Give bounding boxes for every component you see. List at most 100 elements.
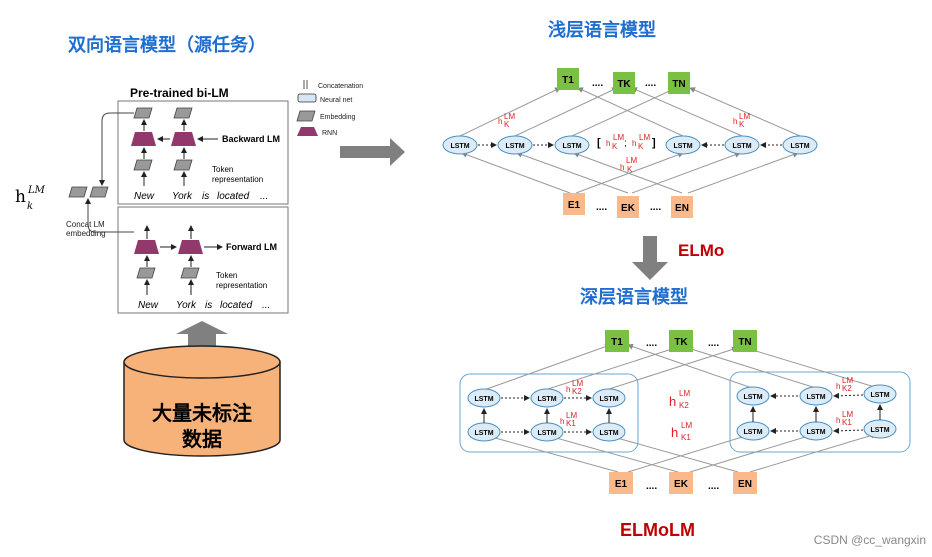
tk-node [669, 330, 693, 352]
h-k2-center-sup: LM [679, 389, 690, 398]
lstm-label: LSTM [673, 143, 692, 150]
lstm-label: LSTM [806, 394, 825, 401]
dots: .... [708, 481, 719, 492]
svg-text:h: h [15, 187, 26, 207]
en-node [671, 196, 693, 218]
forward-lm-box [117, 206, 289, 314]
elmolm-label: ELMoLM [620, 520, 695, 540]
shallow-lm: T1 TK TN .... .... LSTM LSTM LSTM LSTM L… [442, 68, 818, 218]
tn-node [733, 330, 757, 352]
ek-node [617, 196, 639, 218]
lstm-label: LSTM [599, 430, 618, 437]
h-k1-small-right-sub: K1 [842, 418, 852, 427]
lstm-node [799, 386, 833, 406]
en-node [733, 472, 757, 494]
h-k-lm-small-left: h [498, 117, 502, 126]
word-located: located [220, 300, 253, 311]
dots: .... [596, 202, 607, 213]
tk-label: TK [617, 79, 631, 90]
rnn-icon [178, 240, 203, 254]
backward-words: New York is located ... [134, 191, 268, 202]
lstm-node [782, 135, 818, 155]
word-is: is [205, 300, 212, 311]
concat-h-right-sub: K [638, 142, 644, 151]
left-lstm-group [459, 373, 639, 453]
h-k1-center-sub: K1 [681, 433, 691, 442]
lstm-node [530, 388, 564, 408]
backward-lm-label: Backward LM [222, 134, 280, 144]
concat-h-left-sup: LM [613, 133, 624, 142]
concat-h-close: ] [652, 137, 656, 149]
h-k2-center-sub: K2 [679, 401, 689, 410]
e1-node [563, 193, 585, 215]
concat-embedding: Concat LM embedding [66, 112, 134, 238]
right-arrow-icon [340, 138, 405, 166]
tn-label: TN [738, 337, 751, 348]
dots: .... [592, 78, 603, 89]
legend: Concatenation Neural net Embedding RNN [296, 80, 363, 137]
tn-node [668, 72, 690, 94]
h-k-lm-sup: LM [626, 156, 637, 165]
tn-label: TN [672, 79, 685, 90]
embedding-icon [89, 186, 109, 198]
e1-label: E1 [568, 200, 581, 211]
h-k-lm-small-left-sub: K [504, 120, 510, 129]
left-title: 双向语言模型（源任务） [68, 34, 266, 55]
lstm-label: LSTM [743, 394, 762, 401]
embedding-icon [173, 159, 193, 171]
legend-embedding: Embedding [320, 114, 356, 121]
concat-h-right-sup: LM [639, 133, 650, 142]
h-k1-small-left-sup: LM [566, 411, 577, 420]
h-k1-small-right-sup: LM [842, 410, 853, 419]
h-k-lm-small-right: h [733, 117, 737, 126]
bilm-title: Pre-trained bi-LM [130, 86, 229, 100]
h-k1-small-left-sub: K1 [566, 419, 576, 428]
concat-label-1: Concat LM [66, 220, 105, 229]
ek-node [669, 472, 693, 494]
embedding-icon [296, 110, 316, 122]
token-repr-label-bottom-1: Token [216, 271, 237, 280]
dots: .... [646, 481, 657, 492]
down-arrow-icon [632, 236, 668, 280]
lstm-node [863, 384, 897, 404]
e1-label: E1 [615, 479, 628, 490]
embedding-icon [173, 107, 193, 119]
dots: .... [645, 78, 656, 89]
concat-label-2: embedding [66, 229, 106, 238]
h-k2-small-right: h [836, 382, 840, 391]
concat-h-right: h [632, 139, 636, 148]
forward-lm-label: Forward LM [226, 242, 277, 252]
h-k1-center-sup: LM [681, 421, 692, 430]
lstm-label: LSTM [806, 429, 825, 436]
h-k-lm-sub: K [627, 165, 633, 174]
lstm-label: LSTM [743, 429, 762, 436]
h-k2-small-left-sup: LM [572, 379, 583, 388]
corpus-line-1: 大量未标注 [152, 401, 252, 425]
token-repr-label-bottom-2: representation [216, 281, 267, 290]
right-lstm-group [729, 371, 911, 453]
lstm-label: LSTM [505, 143, 524, 150]
rnn-icon [171, 132, 196, 146]
backward-lm-diagram: Backward LM Token representation New Yor… [131, 107, 280, 202]
lstm-node [497, 135, 533, 155]
h-k2-small-right-sub: K2 [842, 384, 852, 393]
word-ellipsis: ... [260, 191, 268, 202]
word-ellipsis: ... [262, 300, 270, 311]
h-k1-center: h [671, 425, 678, 440]
lstm-label: LSTM [870, 392, 889, 399]
h-k-lm-small-right-sup: LM [739, 112, 750, 121]
lstm-label: LSTM [450, 143, 469, 150]
svg-text:LM: LM [27, 185, 46, 196]
rnn-icon [134, 240, 159, 254]
embedding-icon [136, 267, 156, 279]
lstm-label: LSTM [732, 143, 751, 150]
h-k1-small-left: h [560, 417, 564, 426]
e1-node [609, 472, 633, 494]
neural-net-icon [297, 93, 317, 103]
ek-label: EK [674, 479, 689, 490]
t1-node [605, 330, 629, 352]
forward-lm-diagram: Forward LM Token representation New York… [134, 225, 277, 311]
word-located: located [217, 191, 250, 202]
en-label: EN [675, 203, 689, 214]
embedding-icon [133, 107, 153, 119]
